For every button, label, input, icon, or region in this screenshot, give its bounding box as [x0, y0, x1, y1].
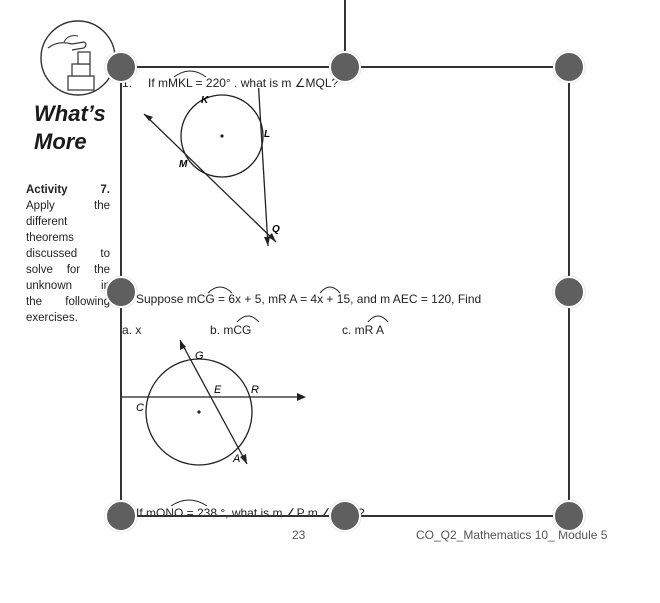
label-l: L	[264, 129, 270, 140]
label-m: M	[179, 159, 188, 170]
instruction-line: discussed to	[26, 248, 110, 260]
label-r: R	[251, 384, 259, 396]
label-g: G	[195, 350, 204, 362]
activity-number: 7.	[100, 184, 110, 196]
question-2c: c. mR A	[342, 323, 385, 337]
figure-1-arrow-tangent	[264, 237, 270, 246]
label-k: K	[201, 95, 209, 106]
question-2b: b. mCG	[210, 323, 252, 337]
label-c: C	[136, 402, 144, 414]
arc-mark-icon	[207, 286, 233, 294]
label-a: A	[232, 453, 240, 465]
figure-1-center-dot	[220, 134, 224, 138]
figure-2-arrow-down	[240, 454, 247, 464]
arc-mark-icon	[236, 315, 260, 323]
label-q: Q	[272, 224, 280, 235]
activity-logo-icon	[40, 20, 116, 96]
figure-1-arrow-head	[144, 114, 153, 121]
label-e: E	[214, 384, 222, 396]
question-1-text: If mMKL = 220° . what is m ∠MQL?	[148, 76, 339, 90]
arc-mark-icon	[170, 499, 208, 507]
figure-2-arrow-right	[297, 393, 306, 401]
crop-handle-bottom-left[interactable]	[105, 500, 137, 532]
crop-handle-middle-left[interactable]	[105, 276, 137, 308]
figure-2-diagonal-line	[179, 339, 248, 465]
figure-1-tangent	[257, 88, 269, 247]
section-title: What’s More	[34, 100, 106, 156]
figure-2-diagram: G E R C A	[120, 339, 306, 466]
crop-handle-top-right[interactable]	[553, 51, 585, 83]
instruction-line: different	[26, 216, 68, 228]
question-1-number: 1.	[122, 76, 133, 90]
arc-mark-icon	[319, 286, 341, 294]
question-2-text: Suppose mCG = 6x + 5, mR A = 4x + 15, an…	[136, 292, 482, 306]
figure-1-diagram: K L M Q	[143, 88, 280, 247]
figure-2-center-dot	[197, 410, 201, 414]
crop-handle-middle-right[interactable]	[553, 276, 585, 308]
crop-handle-bottom-right[interactable]	[553, 500, 585, 532]
section-title-line1: What’s	[34, 101, 106, 126]
instruction-line: exercises.	[26, 312, 78, 324]
crop-frame-top-extension	[344, 0, 346, 66]
crop-handle-top-center[interactable]	[329, 51, 361, 83]
arc-mark-icon	[367, 315, 389, 323]
instruction-line: the following	[26, 296, 110, 308]
crop-handle-bottom-center[interactable]	[329, 500, 361, 532]
crop-handle-top-left[interactable]	[105, 51, 137, 83]
instruction-line: solve for the	[26, 264, 110, 276]
figure-2-circle	[145, 358, 253, 466]
instruction-line: theorems	[26, 232, 74, 244]
arc-mark-icon	[173, 70, 207, 78]
instruction-line: Apply the	[26, 200, 110, 212]
figure-2-arrow-up	[180, 340, 186, 350]
activity-label: Activity	[26, 184, 68, 196]
module-label: CO_Q2_Mathematics 10_ Module 5	[416, 528, 608, 542]
figure-1-arrow-tail	[268, 233, 276, 242]
section-title-line2: More	[34, 129, 87, 154]
figure-1-secant	[143, 113, 277, 243]
activity-instructions: Activity 7. Apply the different theorems…	[26, 182, 110, 326]
question-2a: a. x	[122, 323, 142, 337]
instruction-line: unknown in	[26, 280, 110, 292]
figure-1-circle	[180, 94, 264, 178]
page-number: 23	[292, 528, 306, 542]
